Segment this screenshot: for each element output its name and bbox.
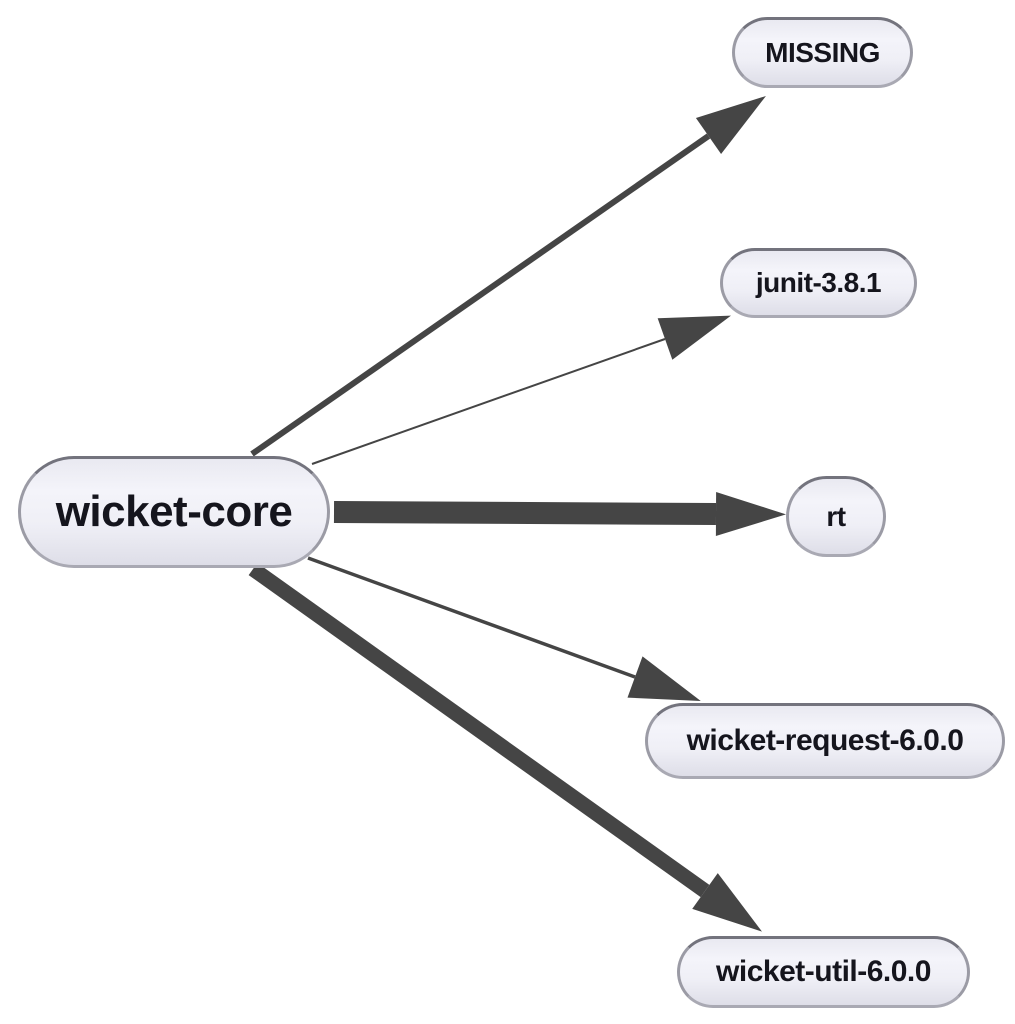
node-missing[interactable]: MISSING [732, 17, 913, 88]
edge-wicket-core-to-wicket-util [248, 562, 763, 932]
node-rt-label: rt [826, 500, 846, 532]
node-junit-label: junit-3.8.1 [755, 267, 882, 298]
node-wicket-util[interactable]: wicket-util-6.0.0 [677, 936, 970, 1008]
node-wicket-util-label: wicket-util-6.0.0 [716, 955, 931, 988]
node-junit[interactable]: junit-3.8.1 [720, 248, 917, 318]
node-wicket-core[interactable]: wicket-core [18, 456, 330, 568]
node-rt[interactable]: rt [786, 476, 886, 557]
node-wicket-core-label: wicket-core [55, 487, 293, 536]
node-wicket-request[interactable]: wicket-request-6.0.0 [645, 703, 1005, 779]
node-wicket-request-label: wicket-request-6.0.0 [686, 724, 964, 757]
edge-wicket-core-to-junit [311, 315, 731, 465]
node-missing-label: MISSING [765, 36, 880, 68]
edge-wicket-core-to-rt [333, 492, 786, 536]
edge-wicket-core-to-wicket-request [307, 556, 701, 701]
edge-wicket-core-to-missing [250, 95, 766, 457]
